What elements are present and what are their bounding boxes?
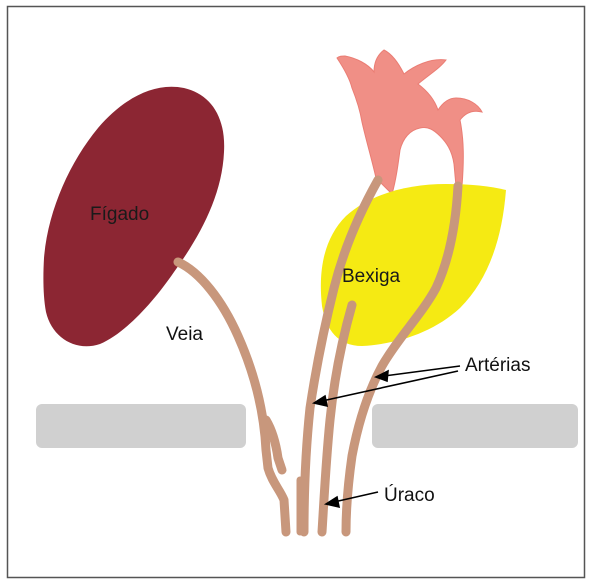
abdominal-wall-left [36,404,246,448]
label-liver: Fígado [90,204,149,225]
label-vein: Veia [166,324,203,345]
label-arteries: Artérias [465,355,530,376]
abdominal-wall-right [372,404,578,448]
label-urachus: Úraco [384,484,435,506]
label-bladder: Bexiga [342,266,401,287]
